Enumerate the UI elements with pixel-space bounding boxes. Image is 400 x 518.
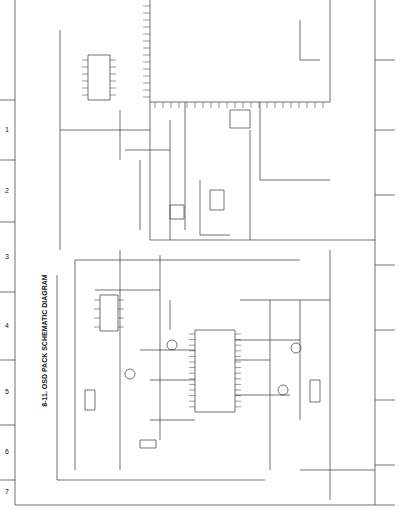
component-block xyxy=(200,180,230,235)
grid-ticks xyxy=(0,100,15,480)
transistor-symbol xyxy=(125,369,135,379)
ic-pins xyxy=(82,6,323,407)
grid-number: 1 xyxy=(2,126,12,133)
component-block xyxy=(85,380,320,448)
grid-number: 7 xyxy=(2,488,12,495)
grid-number: 6 xyxy=(2,448,12,455)
wire xyxy=(300,20,320,60)
wire xyxy=(140,255,195,440)
wire xyxy=(150,102,375,240)
grid-number: 4 xyxy=(2,322,12,329)
ic-body xyxy=(195,330,235,412)
transistor-block xyxy=(230,110,250,128)
diagram-title: 8-11. OSD PACK SCHEMATIC DIAGRAM xyxy=(41,273,48,407)
transistor-symbol xyxy=(291,343,301,353)
frame-line xyxy=(15,0,395,505)
ic-body xyxy=(88,55,110,100)
wire xyxy=(235,300,330,470)
grid-number: 5 xyxy=(2,388,12,395)
grid-number: 3 xyxy=(2,253,12,260)
grid-number: 2 xyxy=(2,187,12,194)
wire xyxy=(300,250,375,500)
ic-body xyxy=(150,0,330,102)
wire xyxy=(60,30,170,250)
transistor-symbol xyxy=(278,385,288,395)
frame-line xyxy=(375,0,395,505)
transistor-symbol xyxy=(167,340,177,350)
wire xyxy=(57,275,265,480)
component-block xyxy=(170,205,184,219)
ic-body xyxy=(100,295,118,331)
